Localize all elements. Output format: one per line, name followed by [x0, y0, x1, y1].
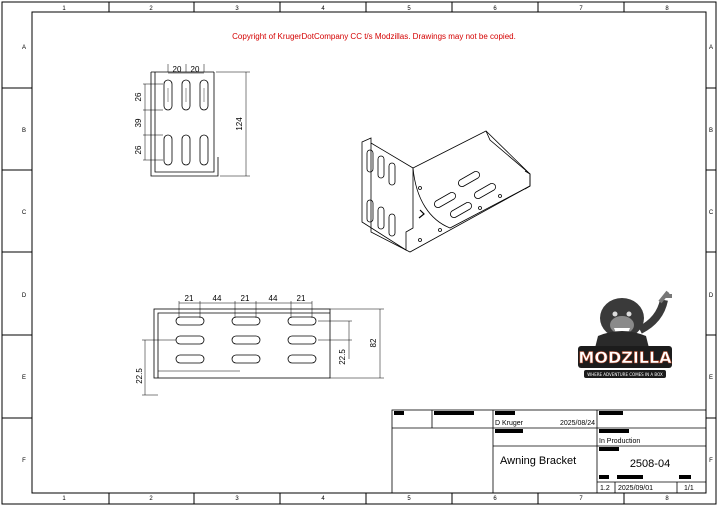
isometric-view [361, 130, 531, 253]
modzilla-logo: MODZILLA WHERE ADVENTURE COMES IN A BOX [578, 290, 672, 378]
col-label-1: 1 [62, 6, 66, 12]
col-label-2-bottom: 2 [149, 496, 153, 502]
row-label-b: B [22, 128, 26, 134]
col-label-4-bottom: 4 [321, 496, 325, 502]
drawing-title: Awning Bracket [500, 455, 576, 467]
col-label-2: 2 [149, 6, 153, 12]
col-label-6-bottom: 6 [493, 496, 497, 502]
sheet-number: 1/1 [684, 485, 694, 492]
dim-side-26b: 26 [134, 145, 143, 154]
dim-top-21c: 21 [297, 294, 306, 303]
row-label-e-right: E [709, 375, 713, 381]
dim-side-124: 124 [235, 117, 244, 131]
row-label-a: A [22, 45, 26, 51]
row-label-d-right: D [709, 293, 714, 299]
col-label-4: 4 [321, 6, 325, 12]
dim-top-22-5-right: 22.5 [338, 349, 347, 365]
dim-side-39: 39 [134, 118, 143, 127]
dim-top-21a: 21 [185, 294, 194, 303]
col-label-5-bottom: 5 [407, 496, 411, 502]
dim-top-21b: 21 [241, 294, 250, 303]
dim-side-26a: 26 [134, 92, 143, 101]
drawn-date: 2025/08/24 [560, 420, 595, 427]
row-label-f-right: F [709, 458, 713, 464]
row-label-a-right: A [709, 45, 713, 51]
col-label-8-bottom: 8 [665, 496, 669, 502]
dim-top-22-5-left: 22.5 [135, 368, 144, 384]
logo-wordmark: MODZILLA [578, 348, 672, 367]
dim-top-44a: 44 [213, 294, 222, 303]
col-label-3-bottom: 3 [235, 496, 239, 502]
top-view [142, 301, 384, 396]
col-label-8: 8 [665, 6, 669, 12]
logo-tagline: WHERE ADVENTURE COMES IN A BOX [587, 372, 663, 377]
row-label-f: F [22, 458, 26, 464]
row-label-b-right: B [709, 128, 713, 134]
title-block [391, 409, 707, 494]
dim-top-82: 82 [369, 338, 378, 347]
revision: 1.2 [600, 485, 610, 492]
col-label-6: 6 [493, 6, 497, 12]
row-label-c: C [22, 210, 27, 216]
dim-top-44b: 44 [269, 294, 278, 303]
col-label-7: 7 [579, 6, 583, 12]
status-text: In Production [599, 438, 640, 445]
dim-side-20b: 20 [191, 65, 200, 74]
revision-date: 2025/09/01 [618, 485, 653, 492]
col-label-1-bottom: 1 [62, 496, 66, 502]
drawn-by: D Kruger [495, 420, 524, 427]
dim-side-20a: 20 [173, 65, 182, 74]
row-label-c-right: C [709, 210, 714, 216]
col-label-7-bottom: 7 [579, 496, 583, 502]
side-view [143, 64, 250, 177]
copyright-notice: Copyright of KrugerDotCompany CC t/s Mod… [232, 32, 516, 41]
inner-frame [31, 11, 707, 494]
row-label-e: E [22, 375, 26, 381]
title-block-label-bars [394, 411, 691, 479]
zone-labels: 1 2 3 4 5 6 7 8 1 2 3 4 5 6 7 8 A B C D … [22, 6, 714, 502]
col-label-3: 3 [235, 6, 239, 12]
row-label-d: D [22, 293, 27, 299]
col-label-5: 5 [407, 6, 411, 12]
part-number: 2508-04 [630, 458, 670, 470]
